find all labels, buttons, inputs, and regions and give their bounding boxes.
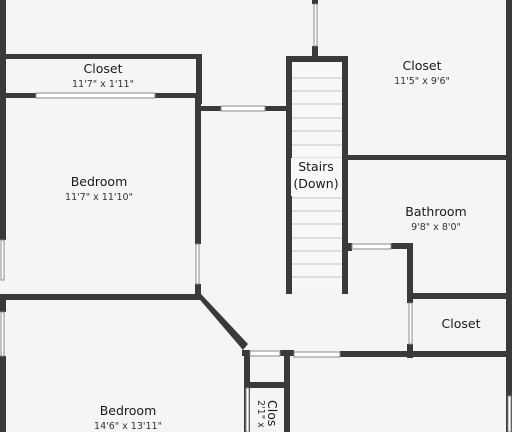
room-name: Closet	[403, 58, 442, 73]
room-name: Closet	[442, 316, 481, 331]
room-closet-top-left: Closet 11'7" x 1'11"	[72, 61, 134, 90]
room-name: Clos	[265, 400, 280, 426]
room-name: Closet	[84, 61, 123, 76]
room-name: Bathroom	[405, 204, 466, 219]
room-closet-small: Clos 2'1" x	[255, 400, 280, 428]
room-stairs: Stairs (Down)	[291, 158, 342, 196]
room-bedroom-left: Bedroom 11'7" x 11'10"	[65, 174, 133, 203]
room-bedroom-bottom: Bedroom 14'6" x 13'11"	[94, 403, 162, 432]
windows	[0, 3, 512, 432]
room-name: Bedroom	[100, 403, 157, 418]
room-dimensions: 11'5" x 9'6"	[394, 76, 450, 87]
room-bathroom: Bathroom 9'8" x 8'0"	[405, 204, 466, 233]
room-closet-right: Closet	[442, 316, 481, 331]
room-dimensions: 11'7" x 1'11"	[72, 79, 134, 90]
room-dimensions: 11'7" x 11'10"	[65, 192, 133, 203]
room-dimensions: 2'1" x	[255, 400, 266, 428]
room-dimensions: 9'8" x 8'0"	[411, 222, 461, 233]
room-name: Bedroom	[71, 174, 128, 189]
room-closet-top-right: Closet 11'5" x 9'6"	[394, 58, 450, 87]
stairs-label: Stairs	[298, 159, 334, 174]
room-dimensions: 14'6" x 13'11"	[94, 421, 162, 432]
stairs-direction-label: (Down)	[293, 176, 338, 191]
